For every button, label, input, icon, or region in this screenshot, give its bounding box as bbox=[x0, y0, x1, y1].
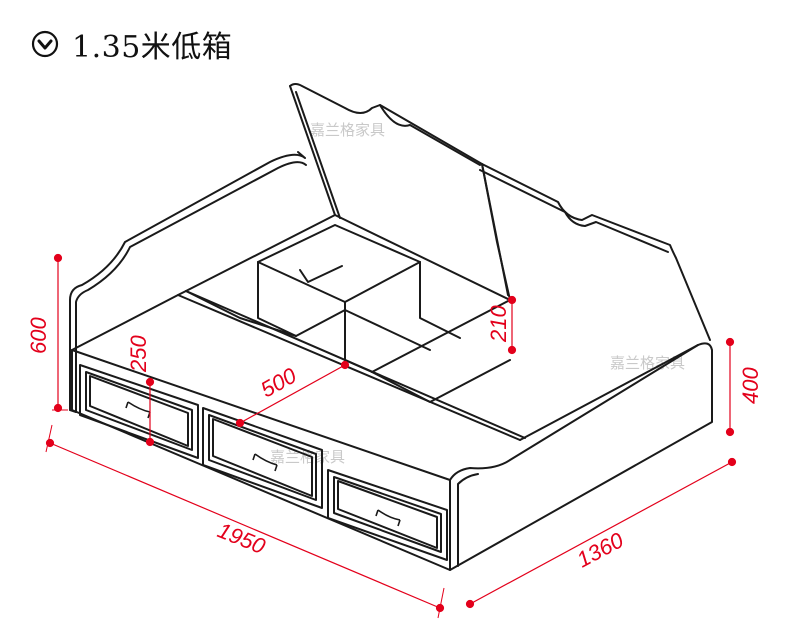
handle-1 bbox=[125, 401, 151, 419]
drawer-1 bbox=[79, 364, 199, 459]
lid-right bbox=[481, 163, 711, 341]
drawer-handles bbox=[125, 401, 401, 527]
handle-2 bbox=[252, 453, 278, 472]
frame-front bbox=[71, 349, 451, 481]
footboard bbox=[449, 342, 713, 571]
lid-left bbox=[289, 83, 511, 301]
dim-compartment-depth: 210 bbox=[486, 305, 511, 343]
dim-compartment-width: 500 bbox=[256, 362, 301, 402]
watermark-3: 嘉兰格家具 bbox=[270, 448, 345, 466]
page-title: 1.35米低箱 bbox=[72, 30, 233, 65]
drawer-2 bbox=[202, 407, 323, 509]
dim-footboard-height: 400 bbox=[738, 367, 763, 404]
header: 1.35米低箱 bbox=[30, 22, 232, 66]
dim-headboard-height: 600 bbox=[26, 317, 51, 354]
compartment-walls bbox=[185, 214, 511, 373]
handle-3 bbox=[375, 509, 401, 527]
headboard bbox=[69, 151, 306, 411]
watermark-2: 嘉兰格家具 bbox=[610, 354, 685, 372]
watermark-1: 嘉兰格家具 bbox=[310, 121, 385, 139]
drawer-3 bbox=[327, 469, 448, 561]
dim-drawer-height: 250 bbox=[126, 335, 151, 373]
chevron-down-circle-icon bbox=[31, 30, 59, 58]
